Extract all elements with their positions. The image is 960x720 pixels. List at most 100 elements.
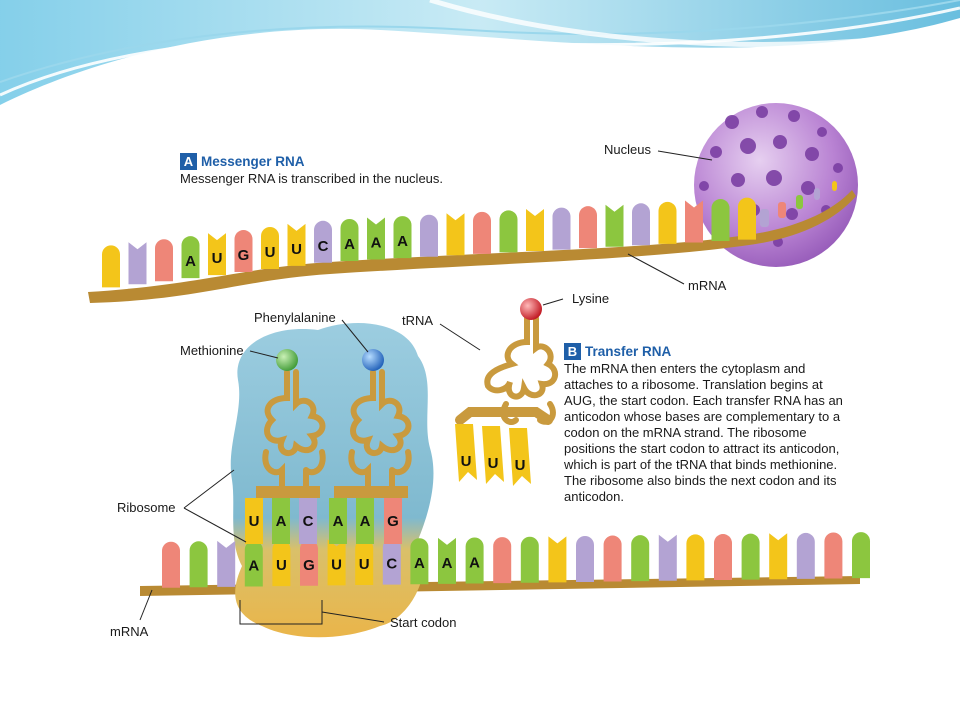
anticodon-base-letter: C	[303, 513, 314, 530]
anticodon-base	[329, 498, 347, 544]
top-strand-base-letter: A	[371, 235, 382, 252]
top-strand-base	[446, 213, 465, 256]
top-strand-base	[102, 245, 120, 288]
bottom-strand-base	[493, 537, 512, 584]
free-trna-base	[509, 428, 531, 486]
bottom-strand-base	[714, 534, 732, 581]
top-strand-base	[499, 210, 518, 253]
methionine-label: Methionine	[180, 343, 244, 358]
bottom-strand-base-letter: A	[469, 554, 480, 571]
phenylalanine-ball	[362, 349, 384, 371]
free-trna-base-letter: U	[488, 455, 499, 472]
panel-b-title: Transfer RNA	[585, 344, 672, 359]
bottom-strand-base	[272, 540, 291, 587]
top-strand-base	[796, 195, 803, 209]
methionine-ball	[276, 349, 298, 371]
top-strand-base	[234, 230, 253, 273]
anticodon-base-letter: A	[360, 513, 371, 530]
top-mrna-backbone	[88, 190, 856, 303]
mrna-top-label: mRNA	[688, 278, 727, 293]
bottom-strand-base	[658, 534, 677, 581]
free-trna-base-letter: U	[515, 457, 526, 474]
anticodon-base	[299, 498, 317, 544]
free-trna-base	[482, 426, 504, 484]
top-strand-base	[658, 201, 677, 244]
top-strand-base-letter: U	[212, 250, 223, 267]
panel-a-badge: A	[180, 153, 197, 170]
top-strand-base	[367, 217, 385, 260]
anticodon-base-letter: G	[387, 513, 399, 530]
panel-b-transfer-rna: B Transfer RNA The mRNA then enters the c…	[564, 343, 854, 505]
panel-b-text: The mRNA then enters the cytoplasm and a…	[564, 361, 843, 504]
bottom-strand-base	[465, 537, 484, 584]
phenylalanine-label: Phenylalanine	[254, 310, 336, 325]
trna-methionine	[256, 369, 326, 498]
top-strand-base	[526, 209, 544, 251]
bottom-strand-base	[162, 541, 180, 588]
free-trna-base-letter: U	[461, 453, 472, 470]
bottom-strand-base	[300, 539, 318, 586]
bottom-strand-base	[189, 541, 208, 588]
top-strand-base-letter: G	[238, 247, 250, 264]
anticodon-base	[272, 498, 290, 544]
bottom-strand-base	[631, 535, 650, 582]
bottom-strand-base	[520, 536, 539, 583]
ribosome-label: Ribosome	[117, 500, 176, 515]
top-strand-base	[208, 233, 226, 276]
panel-a-title: Messenger RNA	[201, 154, 305, 169]
bottom-strand-base	[355, 539, 374, 586]
top-strand-base	[760, 209, 769, 227]
panel-a-messenger-rna: A Messenger RNA Messenger RNA is transcri…	[180, 153, 510, 187]
top-strand-base	[778, 202, 786, 218]
bottom-strand-base	[576, 535, 594, 582]
header-wave-decoration	[0, 0, 960, 105]
top-strand-base	[181, 236, 200, 279]
panel-b-badge: B	[564, 343, 581, 360]
bottom-strand-base	[244, 540, 263, 587]
top-strand-base-letter: A	[185, 253, 196, 270]
bottom-strand-base	[217, 540, 236, 587]
top-strand-base-letter: A	[397, 233, 408, 250]
panel-a-text: Messenger RNA is transcribed in the nucl…	[180, 171, 444, 186]
bottom-strand-base	[686, 534, 705, 581]
top-strand-base	[632, 203, 650, 246]
bottom-strand-base	[603, 535, 622, 582]
top-strand-base	[711, 199, 730, 242]
trna-phenylalanine	[334, 369, 412, 498]
top-strand-base	[832, 181, 837, 191]
top-strand-base	[340, 218, 359, 261]
anticodon-base	[356, 498, 374, 544]
top-strand-base	[155, 239, 173, 282]
anticodon-base-letter: A	[276, 513, 287, 530]
top-strand-base-letter: U	[291, 241, 302, 258]
ribosome	[230, 322, 434, 638]
top-strand-base	[393, 216, 412, 259]
bottom-strand-base-letter: U	[359, 556, 370, 573]
top-strand-base	[314, 220, 332, 263]
bottom-strand-base	[824, 532, 843, 579]
bottom-strand-base	[382, 538, 401, 585]
mrna-bottom-label: mRNA	[110, 624, 149, 639]
nucleus-label: Nucleus	[604, 142, 651, 157]
top-strand-base	[742, 216, 752, 236]
bottom-strand-base-letter: C	[386, 556, 397, 573]
bottom-strand-base-letter: G	[303, 557, 315, 574]
top-strand-base	[128, 242, 147, 285]
top-strand-base	[473, 211, 491, 254]
nucleus-sphere	[694, 103, 858, 267]
anticodon-base-letter: U	[249, 513, 260, 530]
bottom-strand-base-letter: A	[248, 558, 259, 575]
bottom-strand-base-letter: U	[276, 557, 287, 574]
bottom-strand-base	[741, 533, 760, 580]
bottom-strand-base	[548, 536, 567, 583]
bottom-strand-base	[410, 538, 429, 585]
bottom-strand-base	[769, 533, 788, 580]
lysine-ball	[520, 298, 542, 320]
top-strand-base	[579, 206, 597, 249]
free-trna-base	[455, 424, 477, 482]
leader-lines	[139, 150, 713, 625]
top-strand-base	[685, 200, 703, 243]
